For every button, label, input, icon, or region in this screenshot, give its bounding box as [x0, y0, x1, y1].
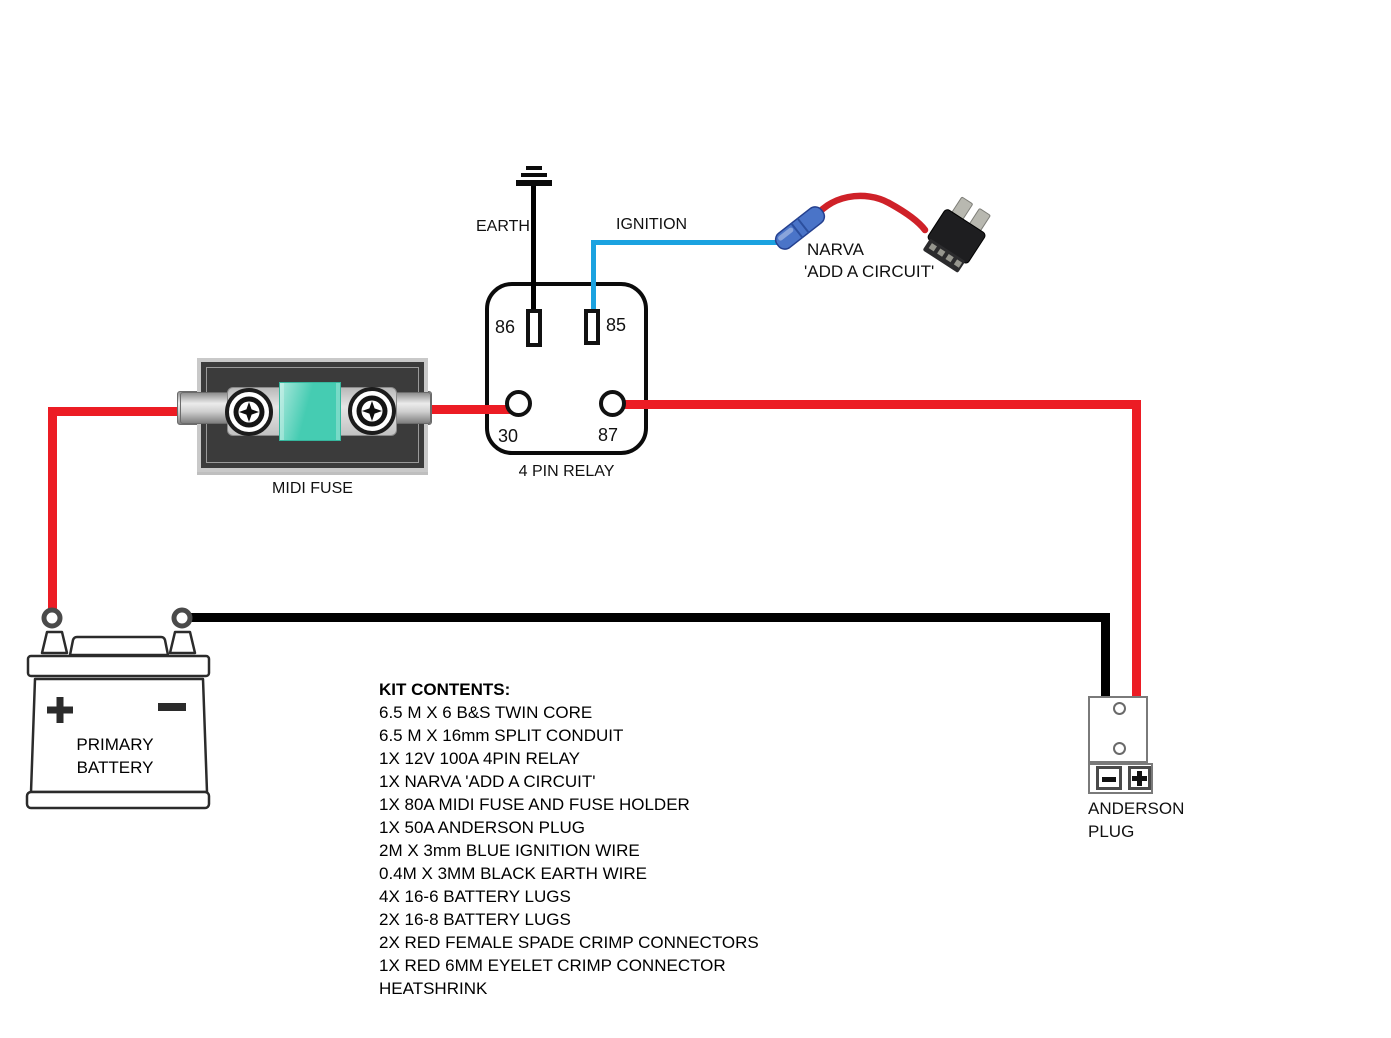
relay-pin-87-label: 87	[598, 425, 619, 445]
battery-post-negative	[168, 630, 197, 655]
ignition-wire-horizontal	[591, 240, 781, 245]
midi-fuse-right-stud	[393, 392, 431, 424]
battery-lid	[26, 654, 211, 678]
kit-item: 2X RED FEMALE SPADE CRIMP CONNECTORS	[379, 933, 759, 952]
fuse-tap-icon	[923, 197, 991, 273]
relay-body	[485, 282, 648, 455]
primary-battery: PRIMARY BATTERY	[25, 607, 211, 810]
kit-item: 1X NARVA 'ADD A CIRCUIT'	[379, 772, 596, 791]
relay-pin-30-label: 30	[498, 426, 519, 446]
kit-contents-heading: KIT CONTENTS:	[379, 680, 511, 699]
kit-item: 1X 12V 100A 4PIN RELAY	[379, 749, 580, 768]
blue-crimp-connector-icon	[774, 206, 826, 250]
narva-red-wire	[808, 192, 929, 234]
kit-item: 4X 16-6 BATTERY LUGS	[379, 887, 571, 906]
red-wire-fuse-to-relay	[430, 405, 512, 414]
red-wire-battery-to-fuse	[48, 407, 182, 416]
battery-base	[25, 790, 211, 810]
narva-label-line1: NARVA	[807, 240, 865, 259]
battery-minus-symbol	[158, 703, 186, 711]
battery-handle	[68, 635, 170, 657]
kit-item: 0.4M X 3MM BLACK EARTH WIRE	[379, 864, 647, 883]
relay-pin-85-label: 85	[606, 315, 627, 335]
relay-label: 4 PIN RELAY	[518, 463, 615, 480]
kit-item: 2M X 3mm BLUE IGNITION WIRE	[379, 841, 640, 860]
black-wire-battery-to-anderson	[190, 613, 1110, 622]
ignition-label: IGNITION	[616, 216, 688, 233]
red-wire-anderson-vertical	[1132, 400, 1141, 696]
relay-pin-85-terminal	[584, 309, 600, 345]
kit-item: 1X RED 6MM EYELET CRIMP CONNECTOR	[379, 956, 726, 975]
battery-label-line2: BATTERY	[77, 758, 154, 777]
relay-pin-87-terminal	[599, 390, 626, 417]
anderson-plug-positive-cell	[1128, 766, 1151, 790]
screw-icon	[348, 387, 396, 435]
kit-item: 1X 80A MIDI FUSE AND FUSE HOLDER	[379, 795, 690, 814]
anderson-plug-label-line2: PLUG	[1088, 822, 1135, 841]
red-wire-battery-vertical	[48, 407, 57, 614]
midi-fuse-label: MIDI FUSE	[272, 480, 353, 497]
ignition-wire-vertical	[591, 240, 596, 310]
kit-contents-items: 6.5 M X 6 B&S TWIN CORE 6.5 M X 16mm SPLI…	[379, 701, 759, 1000]
relay-pin-30-terminal	[505, 390, 532, 417]
midi-fuse-element	[279, 382, 341, 441]
anderson-plug-hole	[1113, 742, 1126, 755]
midi-fuse-screws	[225, 387, 396, 436]
battery-post-positive	[40, 630, 69, 655]
red-wire-relay-to-anderson	[620, 400, 1141, 409]
screw-icon	[225, 388, 273, 436]
anderson-plug-hole	[1113, 702, 1126, 715]
kit-item: 1X 50A ANDERSON PLUG	[379, 818, 585, 837]
anderson-plug-label-line1: ANDERSON	[1088, 799, 1185, 818]
black-wire-anderson-vertical	[1101, 613, 1110, 696]
battery-label-line1: PRIMARY	[76, 735, 153, 754]
relay-pin-86-terminal	[526, 309, 542, 347]
kit-item: HEATSHRINK	[379, 979, 488, 998]
kit-item: 2X 16-8 BATTERY LUGS	[379, 910, 571, 929]
ring-terminal-icon	[171, 607, 193, 629]
relay-pin-86-label: 86	[495, 317, 516, 337]
earth-wire	[531, 186, 536, 311]
kit-item: 6.5 M X 16mm SPLIT CONDUIT	[379, 726, 624, 745]
narva-add-a-circuit	[774, 192, 991, 273]
kit-item: 6.5 M X 6 B&S TWIN CORE	[379, 703, 593, 722]
ring-terminal-icon	[41, 607, 63, 629]
narva-label-line2: 'ADD A CIRCUIT'	[804, 262, 935, 281]
minus-symbol	[1102, 777, 1116, 782]
earth-label: EARTH	[476, 218, 530, 235]
anderson-plug-negative-cell	[1096, 766, 1122, 790]
battery-plus-symbol	[47, 697, 73, 723]
